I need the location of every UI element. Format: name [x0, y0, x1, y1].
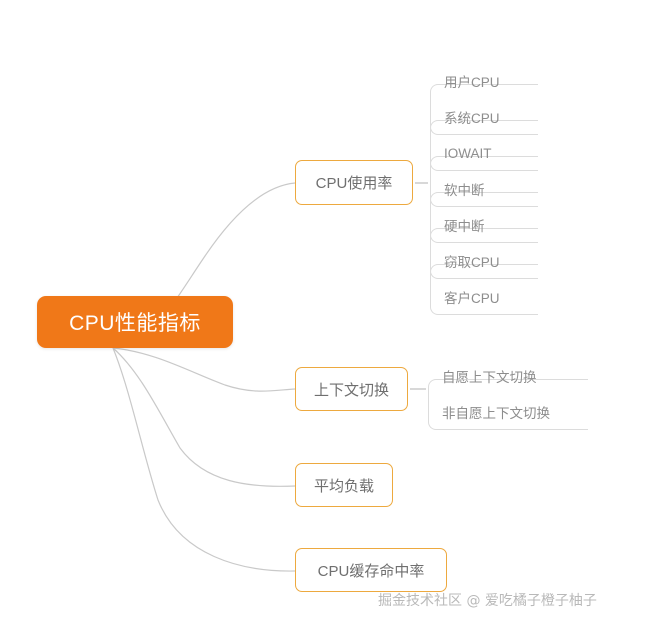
branch-node-label: 上下文切换	[313, 381, 389, 399]
leaf-stack-cpu-usage: 用户CPU 系统CPU IOWAIT 软中断 硬中断 窃取CPU 客户CPU	[430, 63, 537, 315]
branch-node-label: CPU缓存命中率	[317, 562, 425, 580]
leaf-item[interactable]: 软中断	[430, 156, 537, 207]
leaf-item-label: 硬中断	[444, 219, 485, 234]
root-node[interactable]: CPU性能指标	[37, 296, 233, 348]
leaf-item-label: IOWAIT	[444, 145, 492, 161]
leaf-item-label: 非自愿上下文切换	[442, 406, 550, 421]
leaf-item[interactable]: 用户CPU	[430, 63, 500, 99]
branch-node-ctx-switch[interactable]: 上下文切换	[295, 367, 408, 411]
leaf-item[interactable]: 非自愿上下文切换	[428, 379, 588, 430]
leaf-item[interactable]: 客户CPU	[430, 264, 537, 315]
watermark-text: 掘金技术社区 @ 爱吃橘子橙子柚子	[378, 593, 597, 609]
leaf-stack-ctx-switch: 自愿上下文切换 非自愿上下文切换	[428, 358, 588, 430]
leaf-item[interactable]: IOWAIT	[430, 120, 537, 171]
leaf-item-label: 客户CPU	[444, 291, 500, 306]
leaf-item[interactable]: 硬中断	[430, 192, 537, 243]
leaf-item[interactable]: 自愿上下文切换	[428, 358, 550, 394]
leaf-item-label: 窃取CPU	[444, 255, 500, 270]
leaf-item-label: 系统CPU	[444, 111, 500, 126]
connector-root-to-load-average	[112, 347, 296, 487]
leaf-item-label: 自愿上下文切换	[442, 370, 537, 385]
leaf-item[interactable]: 窃取CPU	[430, 228, 537, 279]
branch-node-label: 平均负载	[313, 477, 374, 495]
leaf-item[interactable]: 系统CPU	[430, 84, 537, 135]
connector-root-to-cache-hit-rate	[112, 347, 296, 572]
branch-node-cache-hit-rate[interactable]: CPU缓存命中率	[295, 548, 447, 592]
root-node-label: CPU性能指标	[69, 312, 201, 335]
branch-node-label: CPU使用率	[315, 175, 393, 192]
leaf-item-label: 用户CPU	[444, 75, 500, 90]
connector-root-to-ctx-switch	[112, 347, 296, 392]
leaf-item-label: 软中断	[444, 183, 485, 198]
branch-node-cpu-usage[interactable]: CPU使用率	[295, 160, 413, 205]
branch-node-load-average[interactable]: 平均负载	[295, 463, 393, 507]
